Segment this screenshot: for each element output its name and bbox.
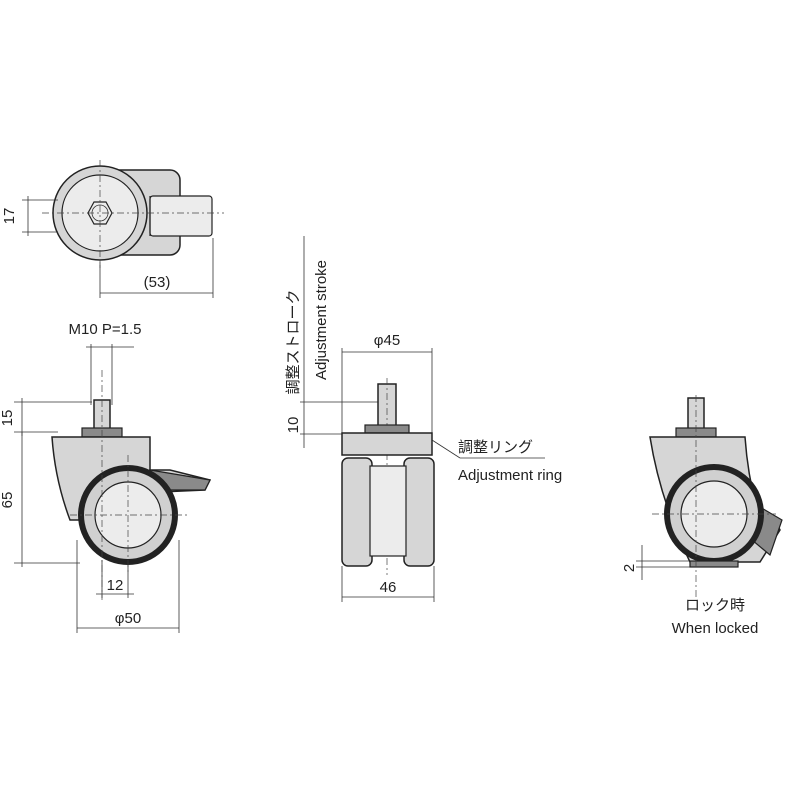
top-brake-pedal: [149, 195, 213, 237]
dim-17: 17: [1, 208, 18, 225]
side-wheel-right: [403, 457, 435, 567]
stroke-label-jp: 調整ストローク: [285, 289, 302, 394]
stroke-label-en: Adjustment stroke: [313, 260, 330, 380]
dim-53: (53): [144, 274, 171, 291]
side-view: 10 調整ストローク Adjustment stroke φ45 46 調整リン…: [285, 236, 562, 602]
side-nut: [364, 424, 410, 434]
dim-phi45: φ45: [374, 332, 400, 349]
side-axle: [369, 465, 407, 557]
locked-view: 2 ロック時 When locked: [621, 395, 783, 637]
dim-12: 12: [107, 577, 124, 594]
dim-46: 46: [380, 579, 397, 596]
dim-65: 65: [0, 492, 16, 509]
locked-label-jp: ロック時: [685, 597, 745, 614]
side-wheel-left: [341, 457, 373, 567]
locked-label-en: When locked: [672, 620, 759, 637]
dim-2: 2: [621, 564, 638, 572]
ring-label-en: Adjustment ring: [458, 467, 562, 484]
stroke-value: 10: [285, 417, 302, 434]
thread-label: M10 P=1.5: [69, 321, 142, 338]
dim-15: 15: [0, 410, 16, 427]
ring-label-jp: 調整リング: [458, 439, 533, 456]
adjustment-ring: [341, 432, 433, 456]
locked-brake-pad: [689, 560, 739, 568]
top-view: 17 (53): [1, 160, 224, 298]
dim-phi50: φ50: [115, 610, 141, 627]
front-view: M10 P=1.5 15 65 12 φ50: [0, 321, 212, 633]
